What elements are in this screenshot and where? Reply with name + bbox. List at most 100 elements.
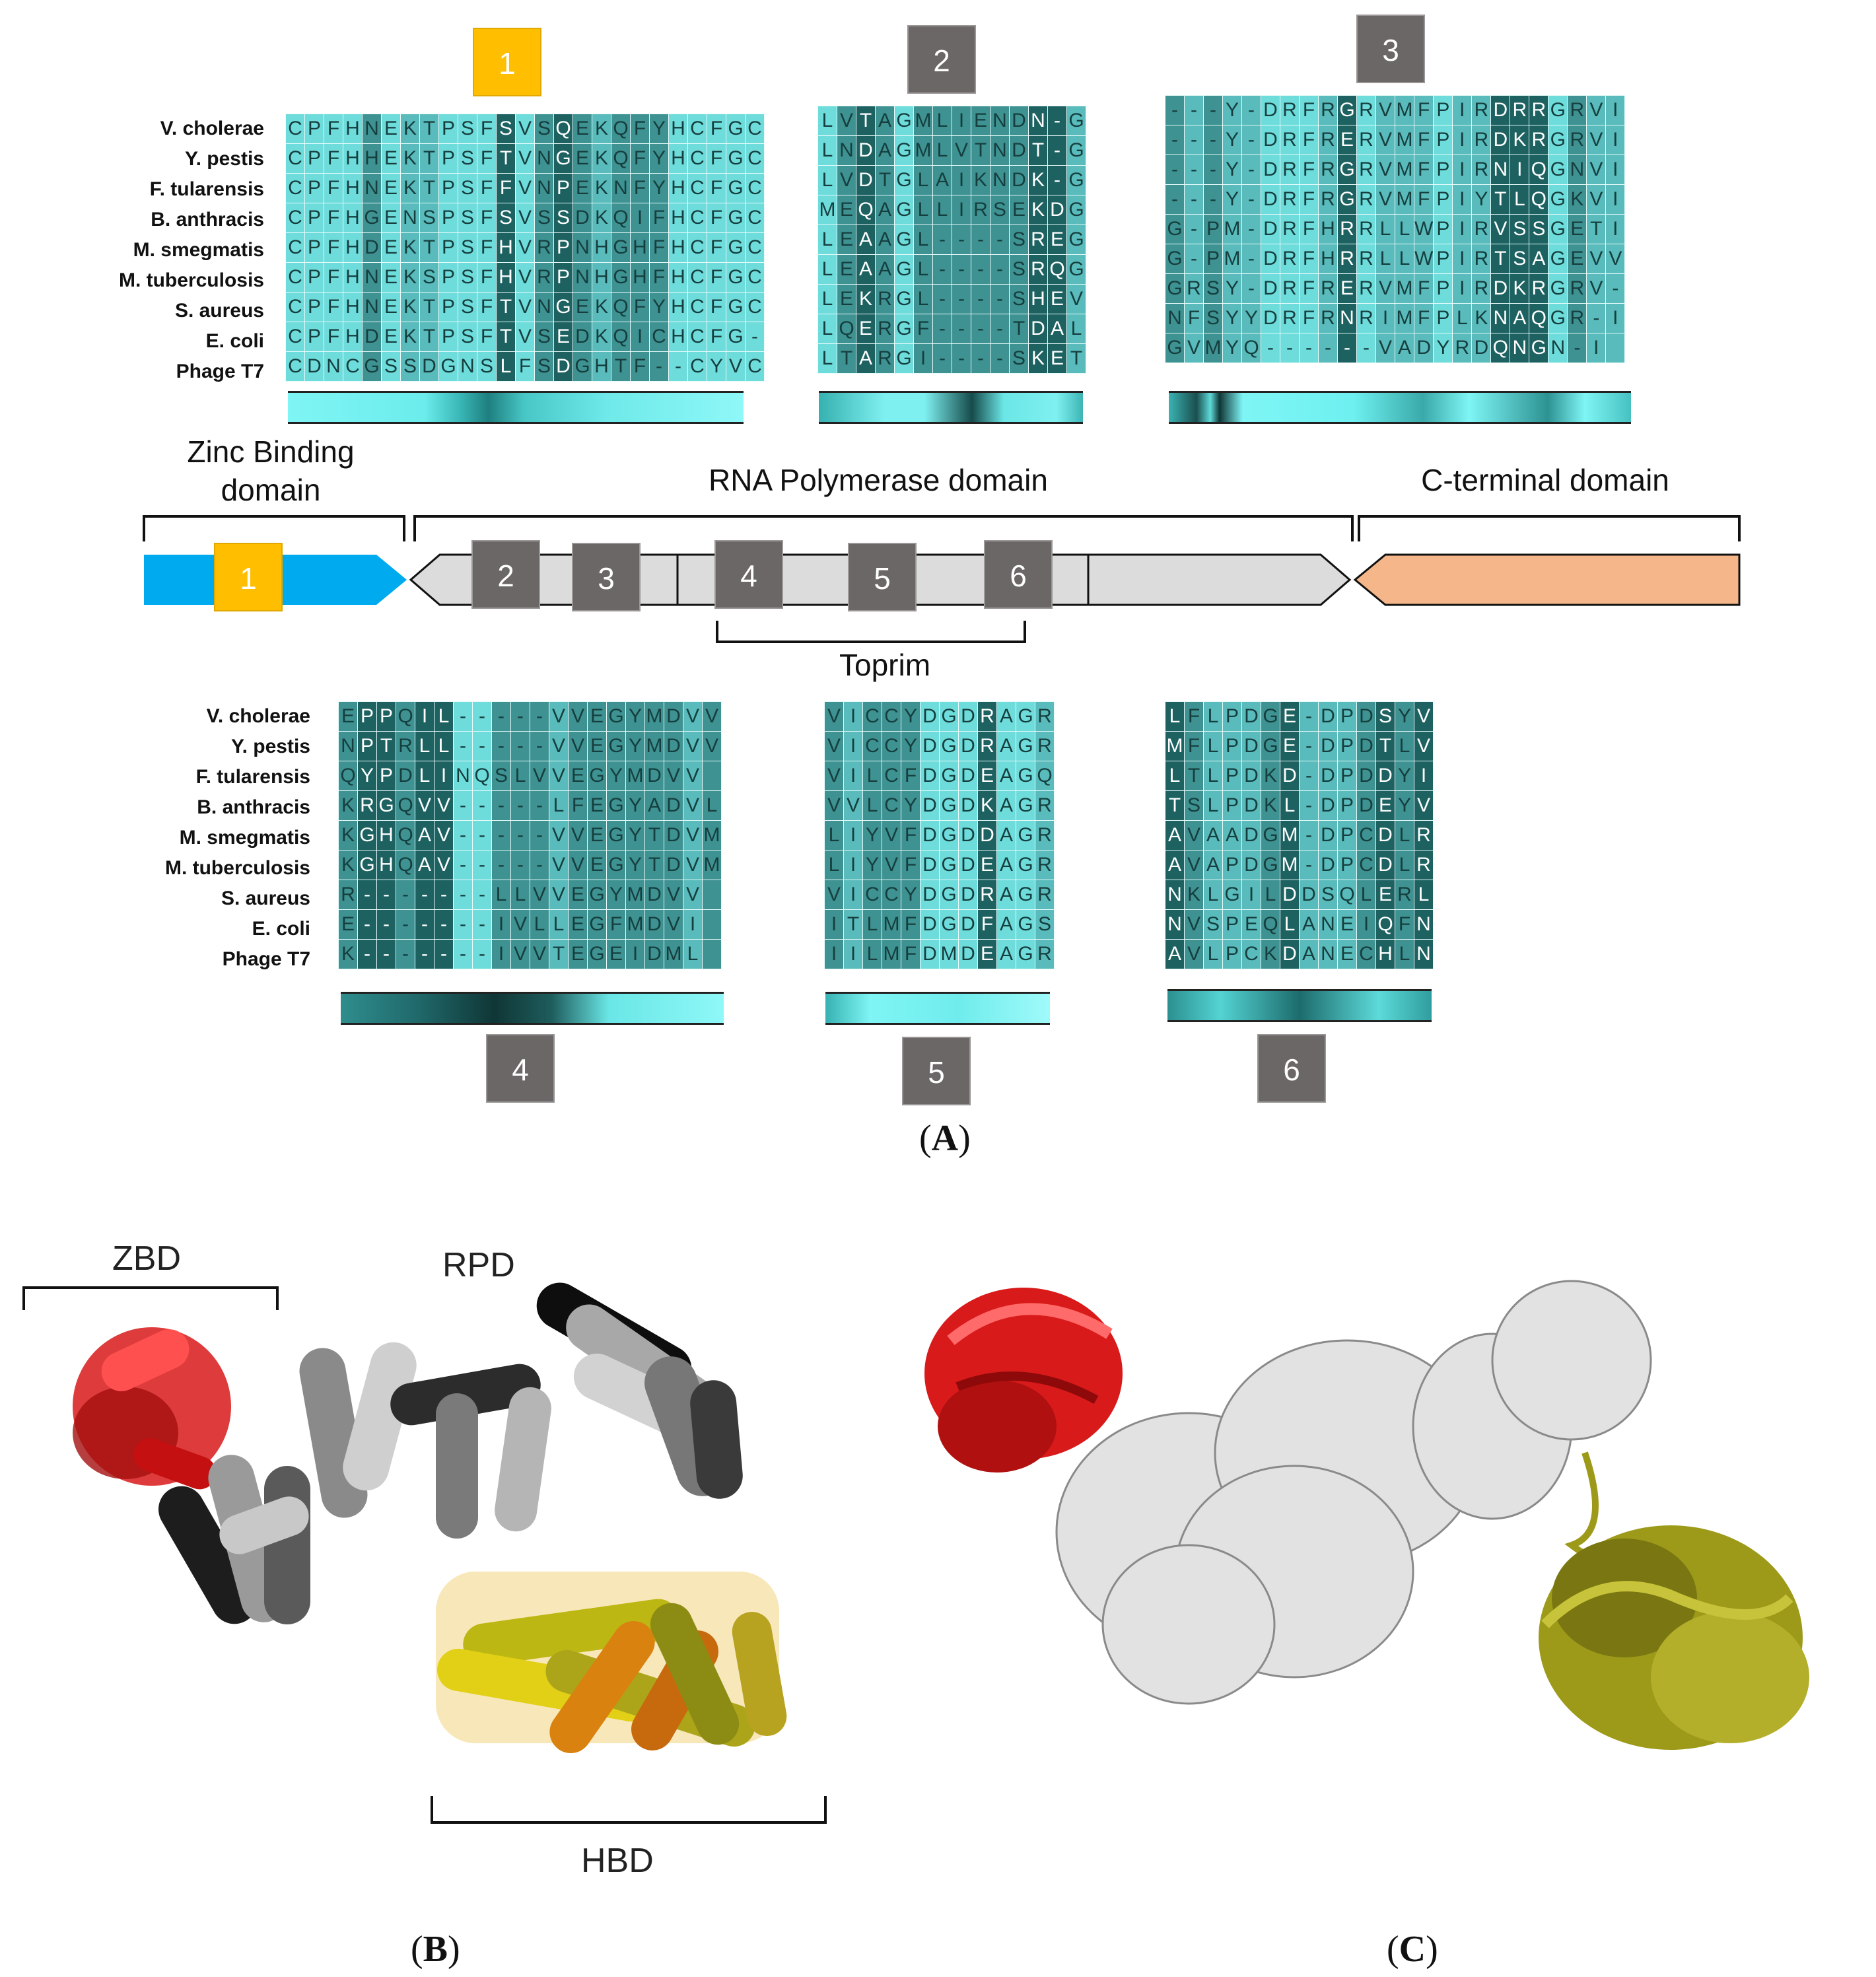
residue-cell: L bbox=[1203, 939, 1223, 969]
residue-cell: - bbox=[396, 880, 415, 910]
residue-cell: S bbox=[1529, 214, 1549, 244]
residue-cell: E bbox=[568, 761, 588, 791]
residue-cell: P bbox=[1337, 850, 1357, 880]
residue-cell: A bbox=[856, 225, 876, 255]
residue-cell: T bbox=[1165, 790, 1185, 821]
residue-cell: R bbox=[534, 232, 554, 263]
residue-cell: K bbox=[1028, 165, 1048, 195]
residue-cell: N bbox=[362, 173, 382, 203]
residue-cell: Y bbox=[901, 880, 921, 910]
residue-cell: I bbox=[824, 909, 844, 940]
residue-cell: R bbox=[1318, 155, 1338, 185]
residue-cell: A bbox=[996, 820, 1016, 850]
residue-cell: K bbox=[1510, 125, 1530, 155]
residue-cell: M bbox=[1280, 820, 1300, 850]
residue-cell: V bbox=[1586, 95, 1607, 125]
residue-cell: P bbox=[438, 173, 458, 203]
residue-cell: L bbox=[549, 909, 569, 940]
residue-cell: S bbox=[1184, 790, 1204, 821]
residue-cell: R bbox=[1471, 244, 1492, 274]
residue-cell: - bbox=[491, 701, 511, 732]
residue-cell: V bbox=[824, 731, 844, 761]
residue-cell: V bbox=[1586, 125, 1607, 155]
residue-cell: A bbox=[875, 106, 895, 136]
residue-cell: E bbox=[338, 909, 358, 940]
residue-cell: E bbox=[1047, 225, 1067, 255]
residue-cell: T bbox=[419, 232, 439, 263]
residue-cell: H bbox=[343, 262, 363, 293]
residue-cell: - bbox=[971, 343, 990, 374]
residue-cell: - bbox=[1165, 95, 1185, 125]
residue-cell: G bbox=[1016, 850, 1035, 880]
residue-cell: V bbox=[824, 701, 844, 732]
residue-cell: - bbox=[1261, 333, 1280, 363]
residue-cell: P bbox=[304, 173, 324, 203]
residue-cell: L bbox=[932, 135, 952, 166]
conservation-bar-5 bbox=[825, 992, 1050, 1025]
species-label: M. tuberculosis bbox=[164, 857, 310, 879]
residue-cell: G bbox=[1548, 273, 1568, 304]
residue-cell: I bbox=[1605, 125, 1626, 155]
residue-cell: - bbox=[952, 314, 971, 344]
residue-cell: C bbox=[1241, 939, 1261, 969]
residue-cell: G bbox=[1016, 701, 1035, 732]
residue-cell: H bbox=[668, 114, 688, 144]
residue-cell: P bbox=[438, 322, 458, 352]
conservation-bar-2 bbox=[819, 391, 1083, 424]
residue-cell: D bbox=[553, 351, 573, 382]
residue-cell: M bbox=[625, 761, 645, 791]
residue-cell: E bbox=[381, 143, 401, 174]
residue-cell: G bbox=[606, 731, 626, 761]
residue-cell: C bbox=[745, 173, 765, 203]
residue-cell: I bbox=[1605, 155, 1626, 185]
residue-cell bbox=[1605, 333, 1626, 363]
residue-cell: H bbox=[343, 232, 363, 263]
residue-cell: D bbox=[920, 909, 940, 940]
residue-cell: R bbox=[977, 731, 997, 761]
zinc-binding-domain-label: Zinc Binding domain bbox=[187, 434, 355, 507]
residue-cell: C bbox=[745, 203, 765, 233]
motif-3-box-top: 3 bbox=[1356, 15, 1425, 83]
residue-cell: D bbox=[920, 820, 940, 850]
residue-cell: K bbox=[400, 173, 420, 203]
residue-cell: Q bbox=[396, 790, 415, 821]
residue-cell: F bbox=[1299, 214, 1319, 244]
residue-cell: G bbox=[726, 203, 746, 233]
residue-cell: - bbox=[1299, 820, 1319, 850]
residue-cell: R bbox=[1028, 254, 1048, 285]
residue-cell: K bbox=[338, 790, 358, 821]
residue-cell: R bbox=[1028, 225, 1048, 255]
residue-cell: R bbox=[1356, 214, 1376, 244]
residue-cell: F bbox=[496, 173, 516, 203]
residue-cell: - bbox=[453, 850, 473, 880]
residue-cell: P bbox=[553, 173, 573, 203]
residue-cell: Y bbox=[862, 850, 882, 880]
residue-cell: I bbox=[1452, 184, 1473, 215]
residue-cell: R bbox=[1395, 880, 1414, 910]
residue-cell: A bbox=[1165, 820, 1185, 850]
residue-cell: P bbox=[1337, 820, 1357, 850]
residue-cell: E bbox=[587, 731, 607, 761]
residue-cell: M bbox=[625, 909, 645, 940]
residue-cell: K bbox=[1184, 880, 1204, 910]
residue-cell: Q bbox=[611, 114, 631, 144]
structure-panel-c bbox=[924, 1280, 1809, 1750]
residue-cell: M bbox=[1222, 214, 1242, 244]
residue-cell: I bbox=[952, 106, 971, 136]
residue-cell: G bbox=[1529, 333, 1549, 363]
residue-cell: E bbox=[1337, 909, 1357, 940]
residue-cell: L bbox=[510, 880, 530, 910]
residue-cell: M bbox=[913, 106, 933, 136]
residue-cell: L bbox=[1395, 939, 1414, 969]
residue-cell: A bbox=[875, 195, 895, 225]
residue-cell: S bbox=[1009, 225, 1029, 255]
residue-cell: P bbox=[1433, 155, 1453, 185]
